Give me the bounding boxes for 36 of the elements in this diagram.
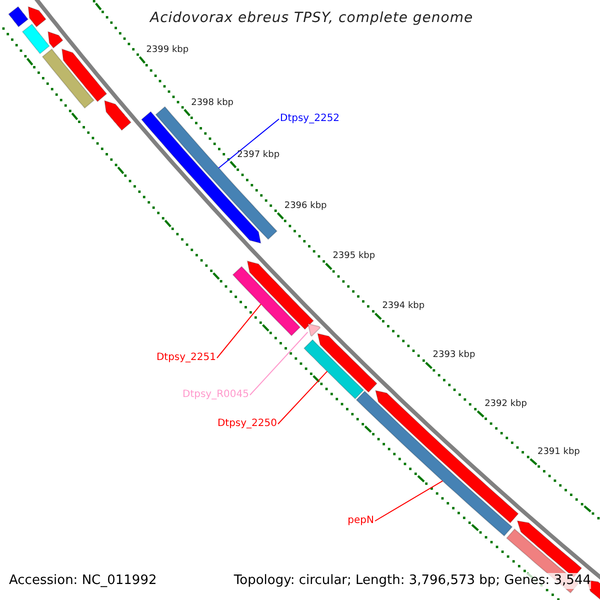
gene-bar [232, 266, 301, 336]
gene-label: Dtpsy_R0045 [182, 389, 249, 401]
leader-line [374, 480, 444, 522]
scale-label: 2395 kbp [332, 250, 376, 262]
gene-block [317, 332, 378, 393]
scale-label: 2394 kbp [382, 300, 425, 312]
gene-label: Dtpsy_2251 [156, 352, 216, 364]
gene-block [28, 6, 46, 28]
gene-label: Dtpsy_2250 [217, 418, 277, 430]
genome-info-text: Topology: circular; Length: 3,796,573 bp; Genes: 3,544 [234, 573, 591, 589]
title: Acidovorax ebreus TPSY, complete genome [150, 9, 474, 27]
leader-line [278, 370, 328, 424]
leader-line [218, 118, 280, 168]
leader-line [250, 332, 308, 396]
leader-line [216, 304, 262, 358]
scale-label: 2399 kbp [146, 44, 189, 56]
gene-block [140, 111, 262, 244]
gene-bar [303, 339, 364, 400]
gene-bar [8, 6, 29, 28]
gene-label: Dtpsy_2252 [280, 113, 340, 125]
scale-label: 2396 kbp [284, 200, 327, 212]
scale-label: 2391 kbp [537, 446, 580, 458]
gene-block [104, 100, 132, 131]
gene-bar [155, 106, 278, 240]
gene-bar [42, 48, 95, 109]
scale-label: 2398 kbp [191, 96, 234, 109]
gene-bar [22, 24, 50, 54]
scale-label: 2397 kbp [237, 148, 280, 161]
gene-block [246, 260, 314, 330]
gene-block [48, 30, 64, 49]
accession-text: Accession: NC_011992 [9, 573, 157, 589]
gene-label: pepN [348, 515, 374, 527]
scale-label: 2393 kbp [432, 349, 476, 362]
scale-label: 2392 kbp [484, 398, 527, 410]
gene-block [307, 323, 321, 337]
gene-block [61, 48, 108, 102]
